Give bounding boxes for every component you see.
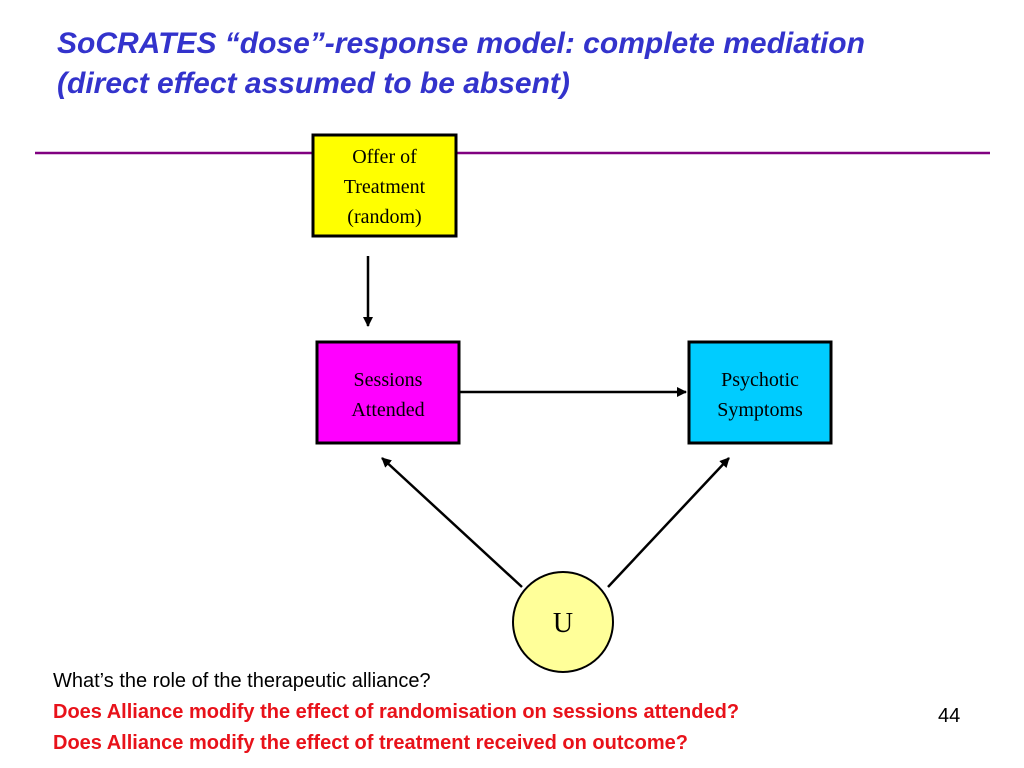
- offer-label-line-3: (random): [347, 206, 421, 228]
- offer-box: [311, 133, 458, 238]
- sessions-label-line-1: Sessions: [354, 369, 423, 391]
- arrow-u-to-sessions: [381, 457, 523, 588]
- question-intro: What’s the role of the therapeutic allia…: [53, 670, 431, 692]
- node-offer-of-treatment: Offer of Treatment (random): [311, 133, 458, 238]
- sessions-box: [315, 340, 461, 445]
- node-sessions-attended: Sessions Attended: [315, 340, 461, 445]
- offer-label-line-1: Offer of: [352, 146, 417, 168]
- page-number: 44: [938, 705, 961, 727]
- u-label: U: [553, 608, 573, 639]
- question-treatment-received: Does Alliance modify the effect of treat…: [53, 732, 688, 754]
- u-circle: [512, 571, 614, 673]
- symptoms-label-line-2: Symptoms: [717, 399, 803, 421]
- node-psychotic-symptoms: Psychotic Symptoms: [687, 340, 833, 445]
- offer-label-line-2: Treatment: [344, 176, 426, 198]
- question-randomisation: Does Alliance modify the effect of rando…: [53, 701, 740, 723]
- title-line-2: (direct effect assumed to be absent): [57, 67, 570, 100]
- sessions-label-line-2: Attended: [351, 399, 424, 421]
- title-line-1: SoCRATES “dose”-response model: complete…: [57, 27, 865, 60]
- node-u: U: [512, 571, 614, 673]
- slide-title: SoCRATES “dose”-response model: complete…: [57, 24, 997, 104]
- symptoms-label-line-1: Psychotic: [721, 369, 799, 391]
- arrow-u-to-symptoms: [607, 457, 730, 588]
- symptoms-box: [687, 340, 833, 445]
